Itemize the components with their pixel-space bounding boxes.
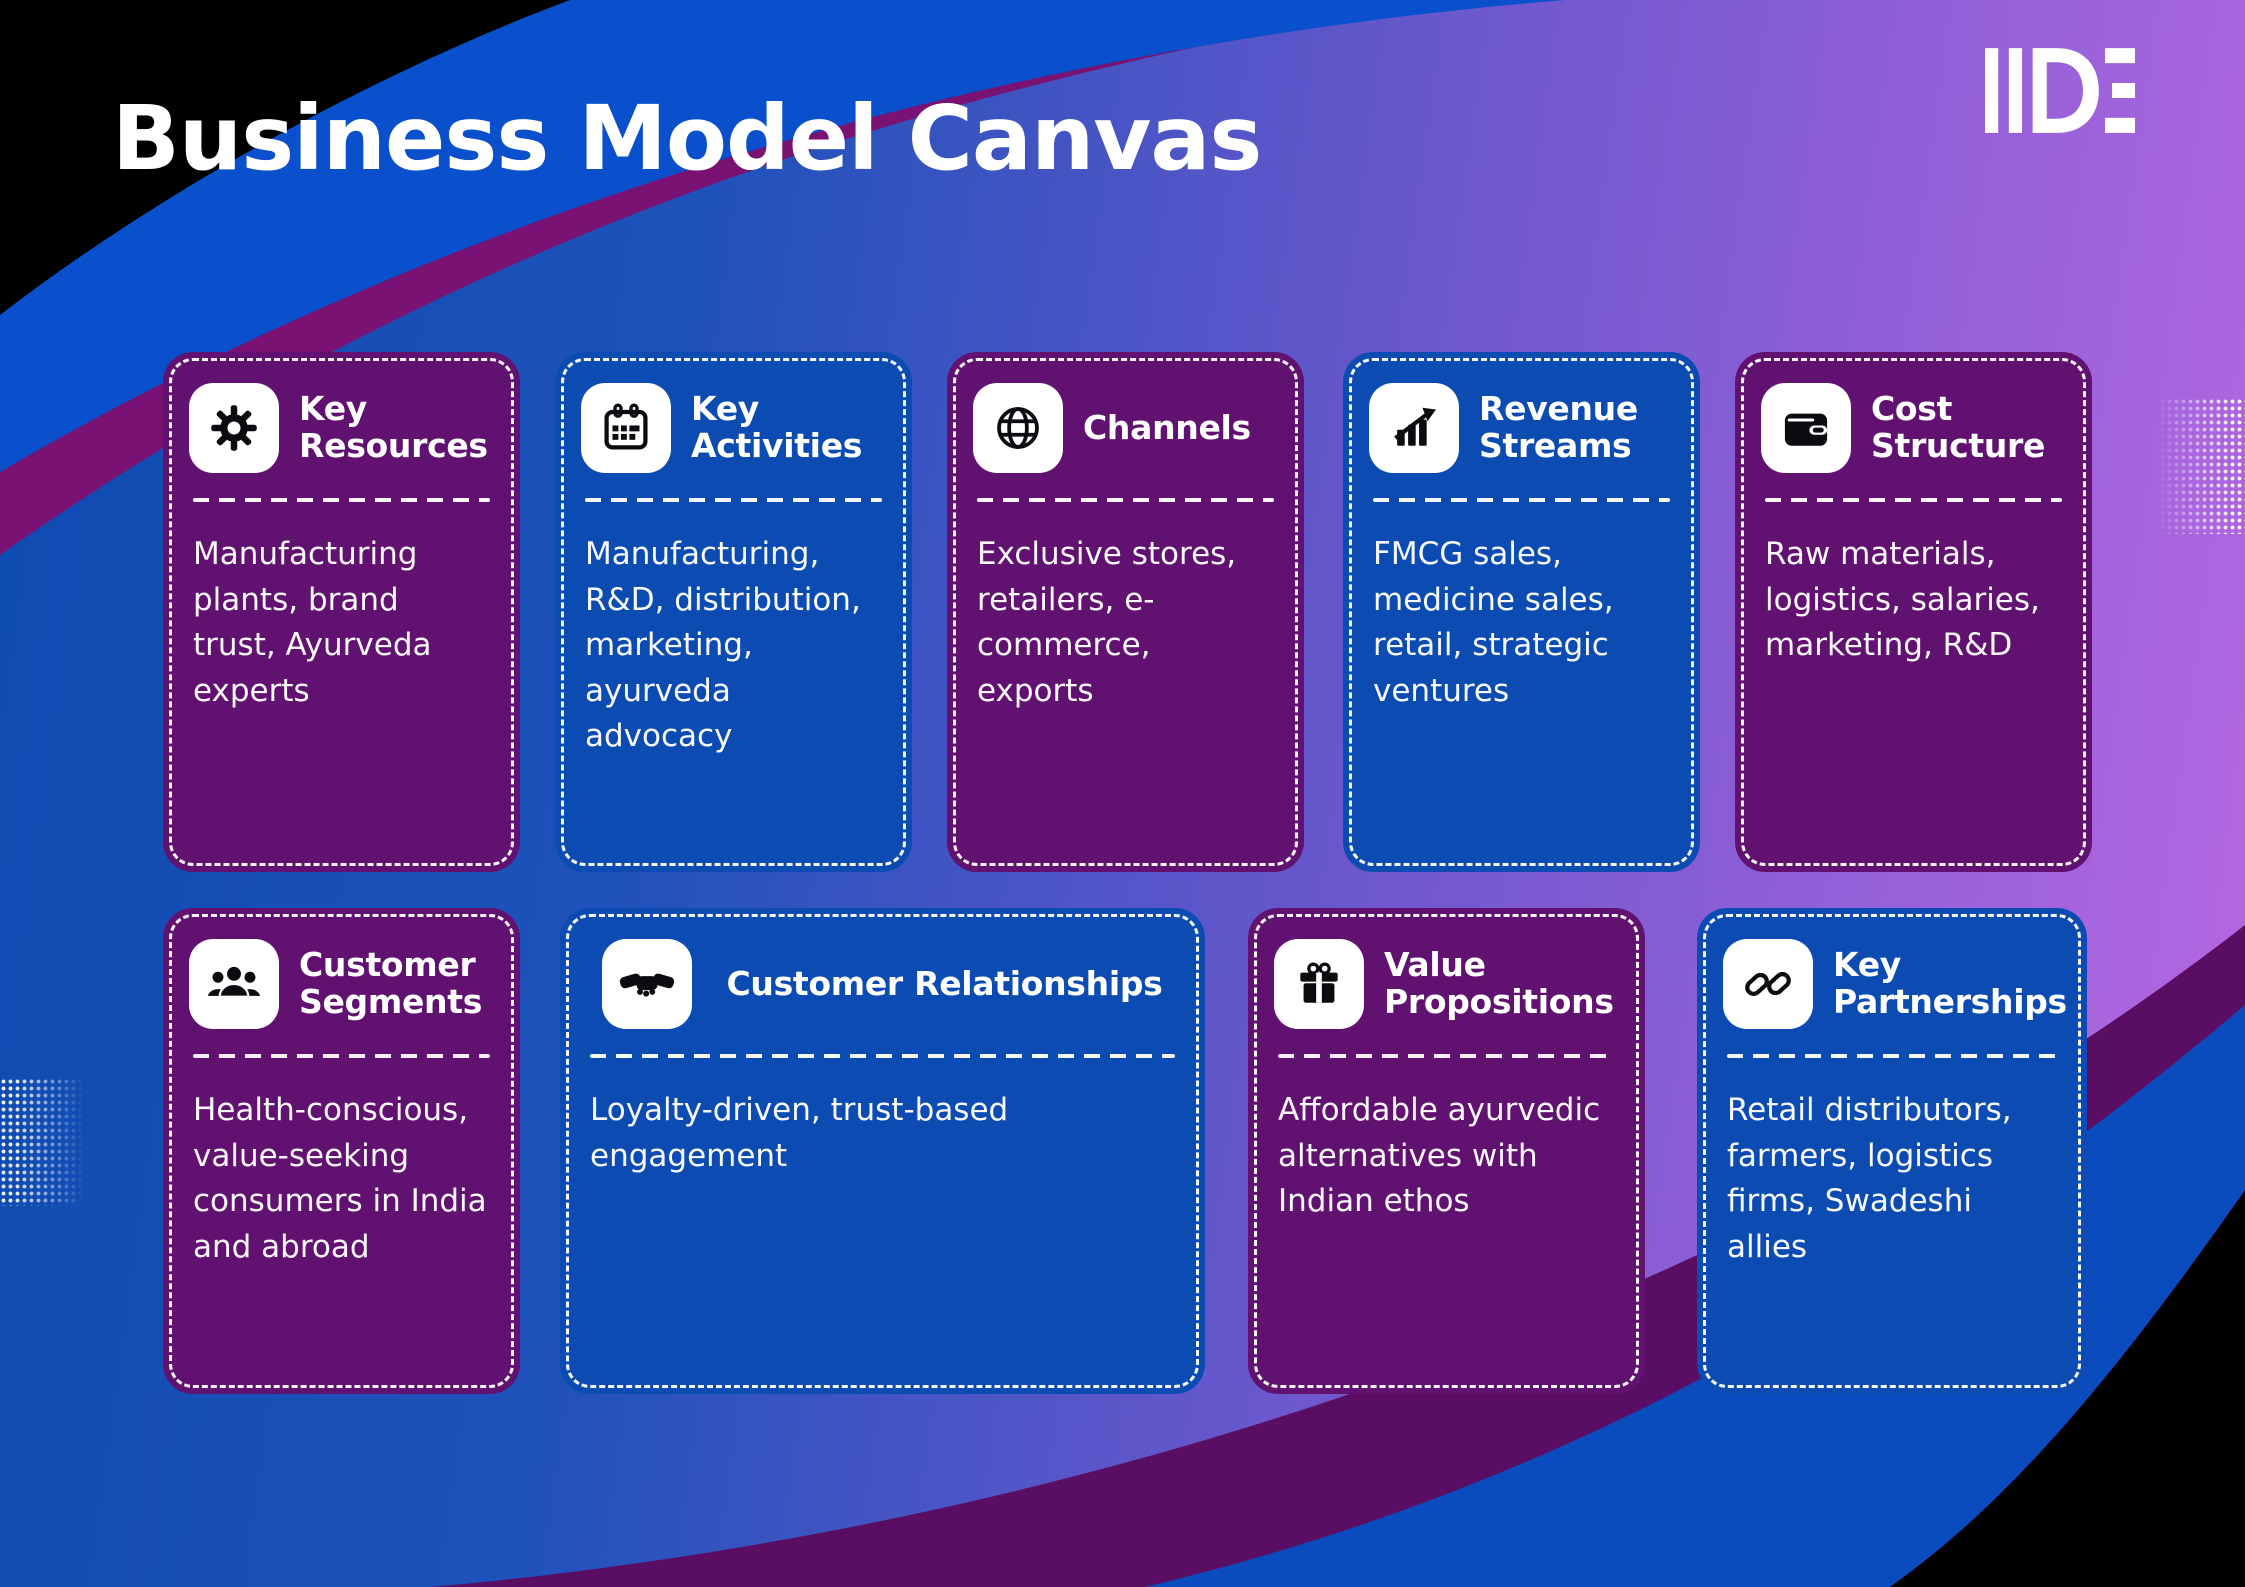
top-left-black-corner: [0, 0, 570, 315]
card-body-text: Health-conscious, value-seeking consumer…: [193, 1092, 487, 1265]
dashed-separator: [590, 1054, 1175, 1058]
gear-icon: [189, 383, 279, 473]
bottom-right-blue-wave: [1145, 1005, 2245, 1587]
bottom-right-black-corner: [1890, 1190, 2245, 1587]
dashed-separator: [977, 498, 1274, 502]
card-header: Key Resources: [189, 382, 494, 474]
card-header: Revenue Streams: [1369, 382, 1674, 474]
card-body-text: FMCG sales, medicine sales, retail, stra…: [1373, 536, 1614, 709]
card-header: Key Activities: [581, 382, 886, 474]
dashed-separator: [1765, 498, 2062, 502]
card-customer-segments: Customer Segments Health-conscious, valu…: [163, 908, 520, 1394]
dashed-separator: [193, 1054, 490, 1058]
card-header: Customer Segments: [189, 938, 494, 1030]
card-key-partnerships: Key Partnerships Retail distributors, fa…: [1697, 908, 2087, 1394]
card-body-text: Loyalty-driven, trust-based engagement: [590, 1092, 1009, 1174]
card-body-text: Affordable ayurvedic alternatives with I…: [1278, 1092, 1601, 1220]
wallet-icon: [1761, 383, 1851, 473]
card-channels: Channels Exclusive stores, retailers, e-…: [947, 352, 1304, 872]
iide-logo: [1985, 48, 2135, 137]
card-key-resources: Key Resources Manufacturing plants, bran…: [163, 352, 520, 872]
card-body-text: Raw materials, logistics, salaries, mark…: [1765, 536, 2040, 664]
card-header: Customer Relationships: [586, 938, 1179, 1030]
card-title: Cost Structure: [1871, 389, 2046, 465]
card-header: Cost Structure: [1761, 382, 2066, 474]
top-left-blue-wave: [0, 0, 1565, 472]
card-customer-relationships: Customer Relationships Loyalty-driven, t…: [560, 908, 1205, 1394]
gift-icon: [1274, 939, 1364, 1029]
card-title: Key Resources: [299, 389, 488, 465]
card-title: Customer Segments: [299, 945, 483, 1021]
card-body-text: Manufacturing plants, brand trust, Ayurv…: [193, 536, 432, 709]
card-header: Value Propositions: [1274, 938, 1619, 1030]
card-title: Customer Relationships: [726, 963, 1163, 1003]
globe-icon: [973, 383, 1063, 473]
card-revenue-streams: Revenue Streams FMCG sales, medicine sal…: [1343, 352, 1700, 872]
card-body-text: Retail distributors, farmers, logistics …: [1727, 1092, 2012, 1265]
card-value-propositions: Value Propositions Affordable ayurvedic …: [1248, 908, 1645, 1394]
card-cost-structure: Cost Structure Raw materials, logistics,…: [1735, 352, 2092, 872]
card-body-text: Manufacturing, R&D, distribution, market…: [585, 536, 861, 755]
card-header: Key Partnerships: [1723, 938, 2067, 1030]
card-title: Channels: [1083, 407, 1251, 447]
card-header: Channels: [973, 382, 1278, 474]
iide-logo-icon: [1985, 48, 2135, 133]
card-title: Key Partnerships: [1833, 945, 2067, 1021]
people-icon: [189, 939, 279, 1029]
calendar-icon: [581, 383, 671, 473]
card-title: Key Activities: [691, 389, 863, 465]
dashed-separator: [193, 498, 490, 502]
dashed-separator: [1278, 1054, 1615, 1058]
halftone-dots-left: [0, 1078, 88, 1206]
card-title: Value Propositions: [1384, 945, 1614, 1021]
card-body-text: Exclusive stores, retailers, e-commerce,…: [977, 536, 1237, 709]
dashed-separator: [585, 498, 882, 502]
link-icon: [1723, 939, 1813, 1029]
card-title: Revenue Streams: [1479, 389, 1638, 465]
handshake-icon: [602, 939, 693, 1029]
dashed-separator: [1727, 1054, 2057, 1058]
dashed-separator: [1373, 498, 1670, 502]
chart-icon: [1369, 383, 1459, 473]
halftone-dots-right: [2152, 398, 2245, 534]
page-title: Business Model Canvas: [112, 86, 1262, 190]
card-key-activities: Key Activities Manufacturing, R&D, distr…: [555, 352, 912, 872]
